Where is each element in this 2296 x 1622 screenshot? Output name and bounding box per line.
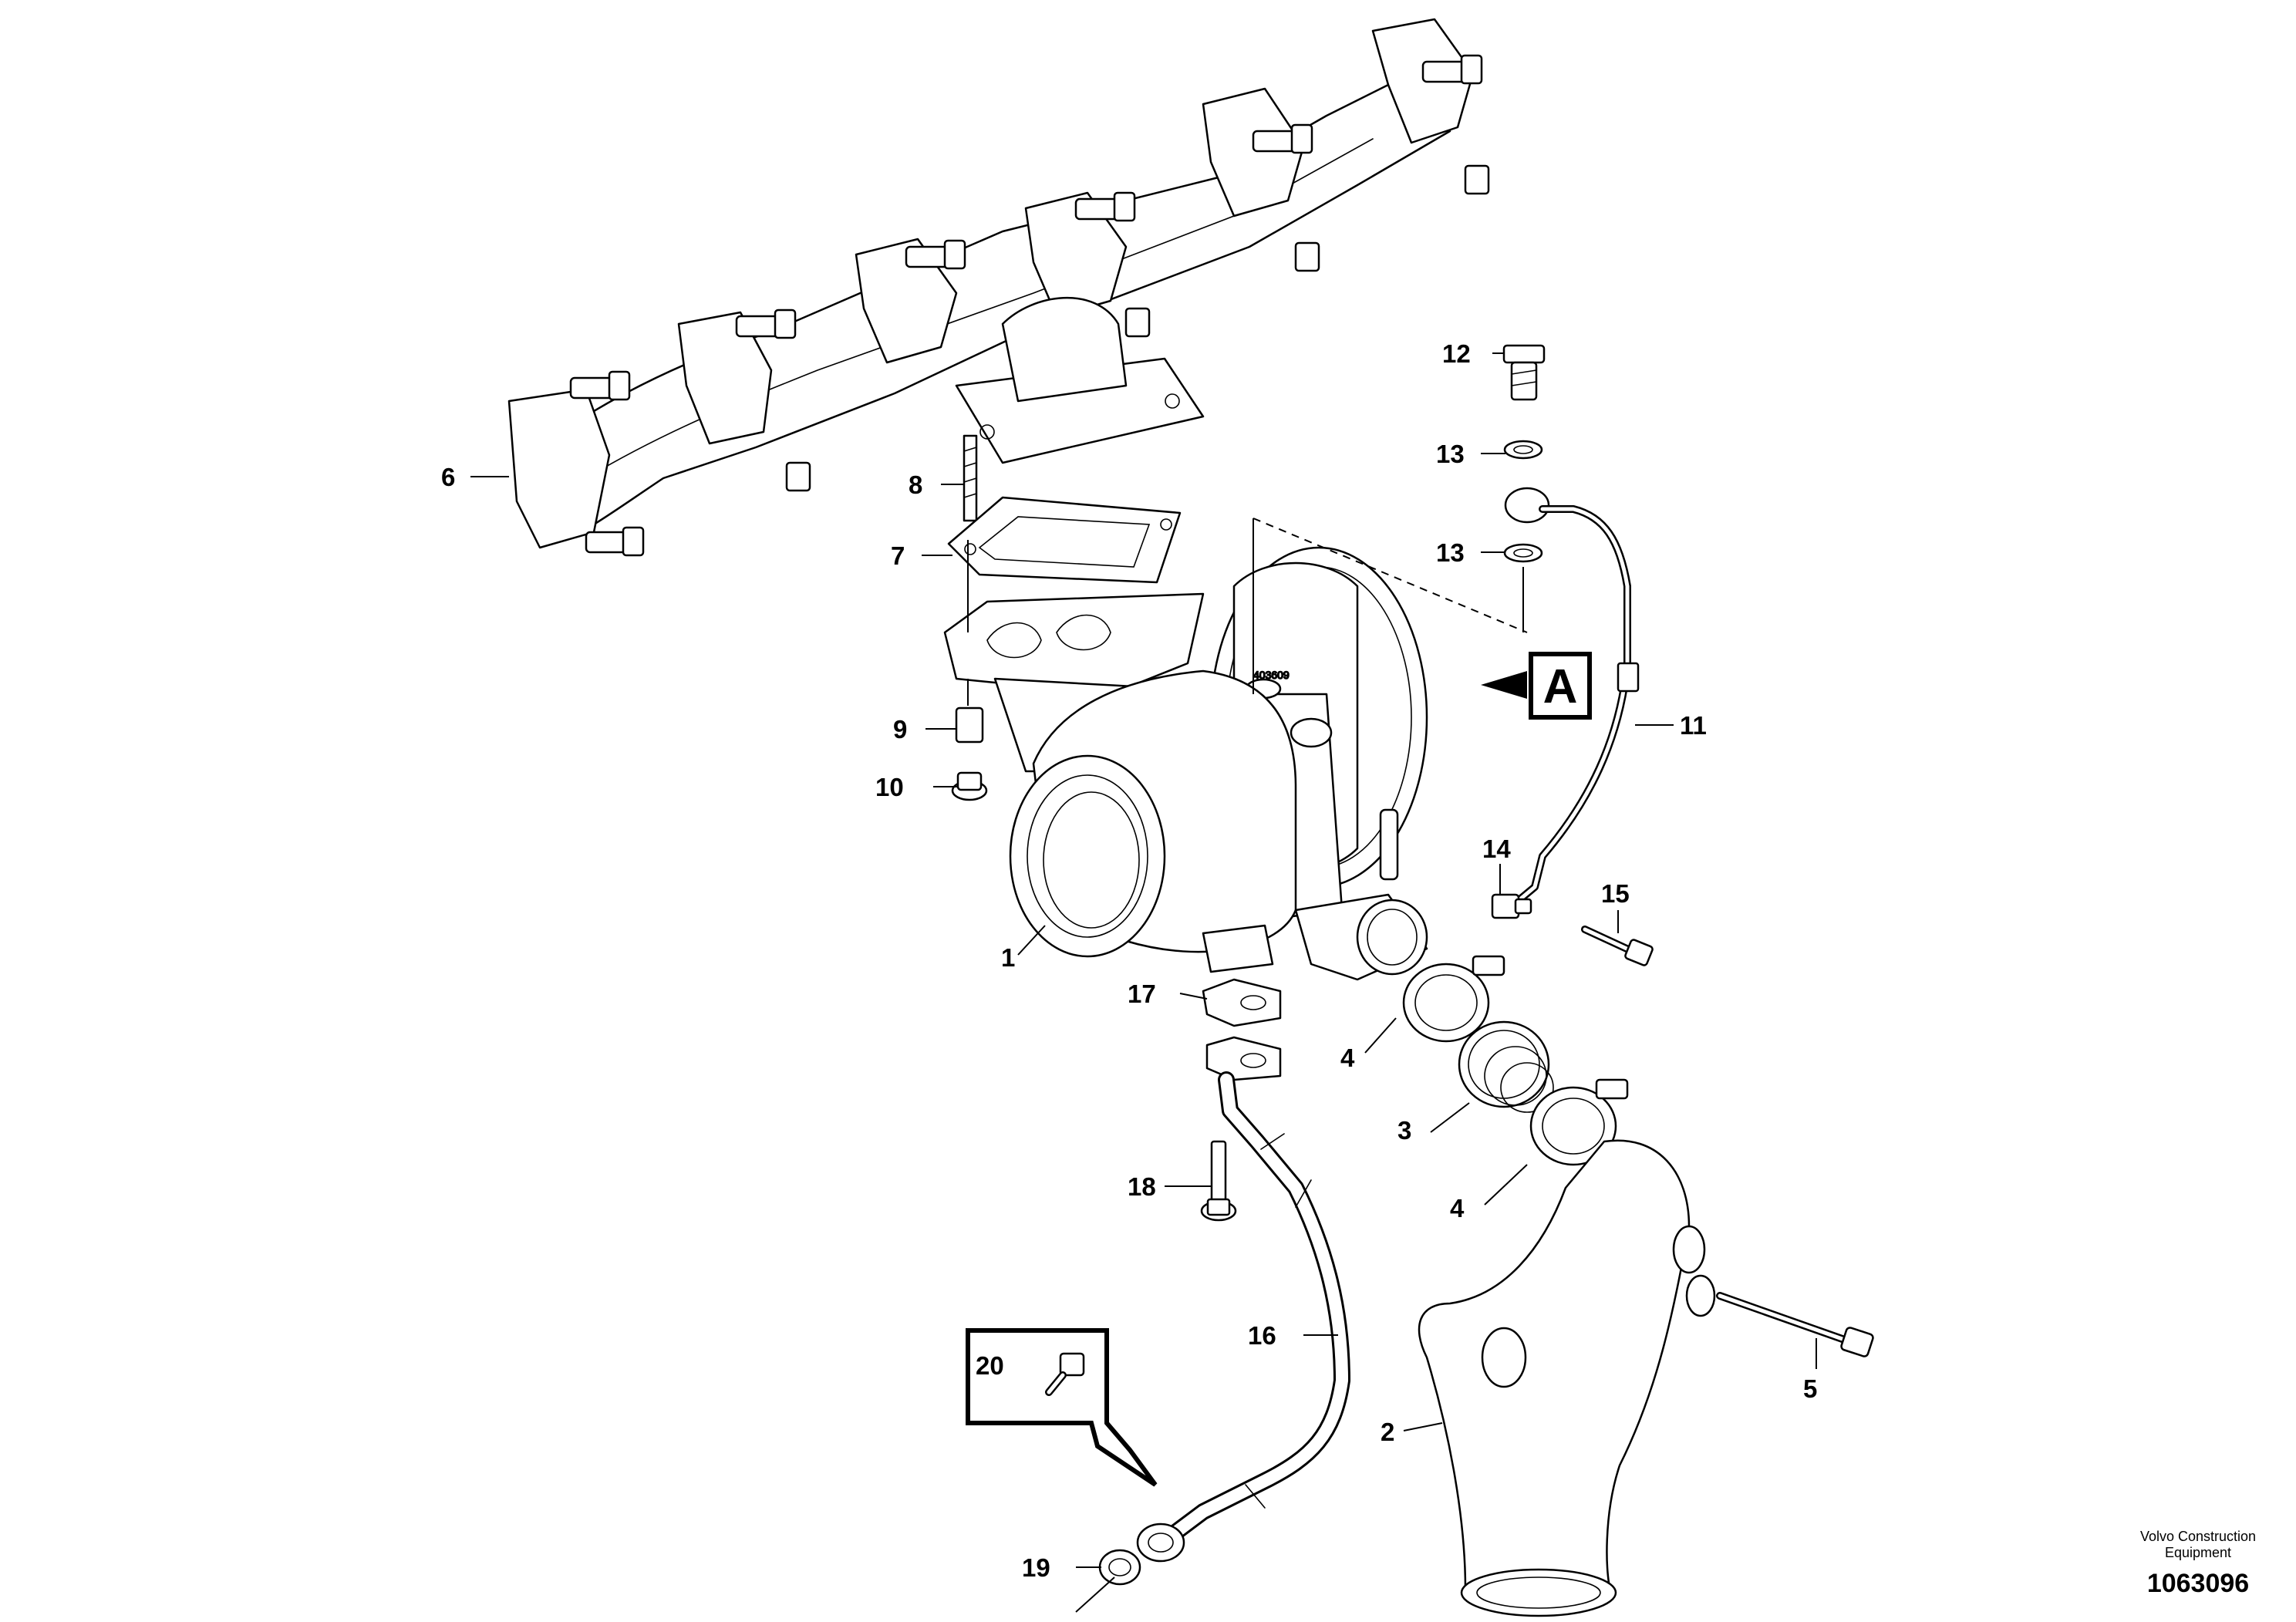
spacer xyxy=(955,706,984,744)
callout-11: 11 xyxy=(1680,711,1707,740)
callout-15: 15 xyxy=(1601,879,1630,908)
bolt-18 xyxy=(1200,1140,1237,1222)
stud xyxy=(963,434,978,522)
manifold-bolts xyxy=(569,54,1490,557)
callout-19: 19 xyxy=(1022,1553,1050,1582)
flange-nut xyxy=(951,771,988,801)
callout-17: 17 xyxy=(1128,980,1156,1008)
banjo-bolt xyxy=(1502,344,1546,401)
brand-line-2: Equipment xyxy=(2164,1545,2232,1560)
callout-6: 6 xyxy=(441,463,455,491)
detail-box-20 xyxy=(966,1328,1158,1487)
callout-16: 16 xyxy=(1248,1321,1276,1350)
callout-4-upper: 4 xyxy=(1340,1044,1355,1072)
document-number: 1063096 xyxy=(2146,1569,2250,1598)
callout-20: 20 xyxy=(976,1351,1004,1380)
bolt-5 xyxy=(1716,1292,1874,1357)
brand-line-1: Volvo Construction xyxy=(2139,1529,2257,1544)
callout-5: 5 xyxy=(1803,1374,1817,1403)
callout-13-lower: 13 xyxy=(1436,538,1465,567)
turbocharger: 403609 xyxy=(943,546,1428,981)
callout-3: 3 xyxy=(1397,1116,1411,1145)
bolt-15 xyxy=(1581,926,1654,966)
callout-leaders xyxy=(470,352,1817,1613)
exhaust-manifold xyxy=(507,18,1490,557)
clamp-upper xyxy=(1402,955,1505,1043)
callout-labels: 1 2 3 4 4 5 6 7 8 9 10 11 12 13 13 14 15… xyxy=(441,339,1817,1582)
oil-feed-pipe xyxy=(1504,487,1640,910)
callout-12: 12 xyxy=(1442,339,1471,368)
inlet-pipe xyxy=(1418,1139,1716,1617)
callout-8: 8 xyxy=(909,470,922,499)
callout-14: 14 xyxy=(1482,835,1511,863)
callout-7: 7 xyxy=(891,541,905,570)
oil-drain-pipe xyxy=(1136,1036,1350,1563)
callout-10: 10 xyxy=(875,773,904,801)
bellows xyxy=(1458,1020,1554,1113)
sealing-washer-upper xyxy=(1503,440,1543,460)
manifold-flanges xyxy=(507,18,1475,549)
sealing-washer-lower xyxy=(1503,543,1543,563)
callout-1: 1 xyxy=(1001,943,1015,972)
callout-13-upper: 13 xyxy=(1436,440,1465,468)
turbo-marking-text: 403609 xyxy=(1253,669,1290,681)
view-a-label: A xyxy=(1543,660,1578,713)
view-a-indicator: A xyxy=(1481,652,1592,720)
callout-4-lower: 4 xyxy=(1450,1194,1465,1222)
gasket xyxy=(947,496,1182,584)
washer-19 xyxy=(1098,1549,1141,1586)
callout-18: 18 xyxy=(1128,1172,1156,1201)
drain-gasket xyxy=(1202,978,1282,1027)
callout-2: 2 xyxy=(1381,1418,1394,1446)
clamp-lower xyxy=(1529,1078,1629,1166)
callout-9: 9 xyxy=(893,715,907,744)
union-nipple xyxy=(1491,893,1532,919)
